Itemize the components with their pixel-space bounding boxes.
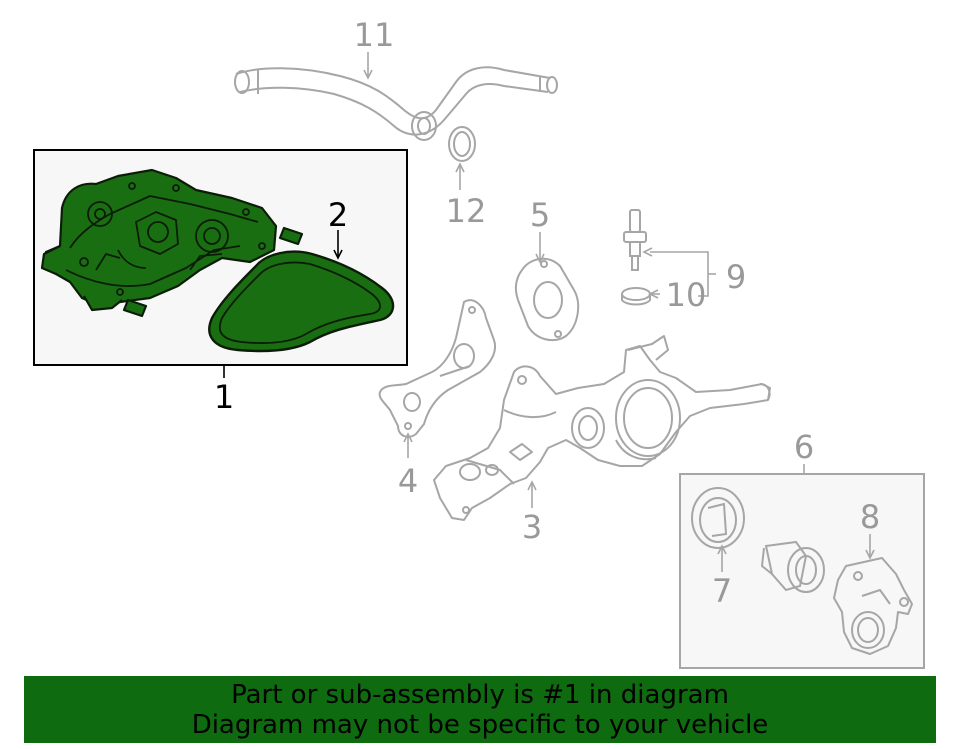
info-banner: Part or sub-assembly is #1 in diagram Di… xyxy=(24,676,936,743)
o-ring-part-12[interactable] xyxy=(448,126,476,162)
banner-line-1: Part or sub-assembly is #1 in diagram xyxy=(231,680,729,710)
callout-11[interactable]: 11 xyxy=(354,16,395,54)
hose-part-11[interactable] xyxy=(234,66,558,141)
thermostat-cover-part-8[interactable] xyxy=(833,557,913,655)
callout-8[interactable]: 8 xyxy=(860,498,880,536)
callout-5[interactable]: 5 xyxy=(530,196,550,234)
temperature-sensor-part-9[interactable] xyxy=(623,209,647,271)
callout-1[interactable]: 1 xyxy=(214,378,234,416)
banner-line-2: Diagram may not be specific to your vehi… xyxy=(191,710,769,740)
water-pump-part[interactable] xyxy=(40,168,304,318)
gasket-part-4[interactable] xyxy=(378,299,496,438)
washer-part-10[interactable] xyxy=(621,287,651,306)
callout-2[interactable]: 2 xyxy=(328,196,348,234)
callout-12[interactable]: 12 xyxy=(446,192,487,230)
callout-10[interactable]: 10 xyxy=(666,276,707,314)
leader-lines xyxy=(223,52,875,572)
gasket-part-5[interactable] xyxy=(514,257,580,342)
callout-4[interactable]: 4 xyxy=(398,462,418,500)
gasket-part-2[interactable] xyxy=(208,250,395,353)
callout-6[interactable]: 6 xyxy=(794,428,814,466)
callout-3[interactable]: 3 xyxy=(522,508,542,546)
callout-9[interactable]: 9 xyxy=(726,258,746,296)
water-outlet-housing-part-3[interactable] xyxy=(433,335,771,521)
seal-part-7[interactable] xyxy=(691,487,745,549)
callout-7[interactable]: 7 xyxy=(712,572,732,610)
thermostat-part[interactable] xyxy=(760,540,825,593)
